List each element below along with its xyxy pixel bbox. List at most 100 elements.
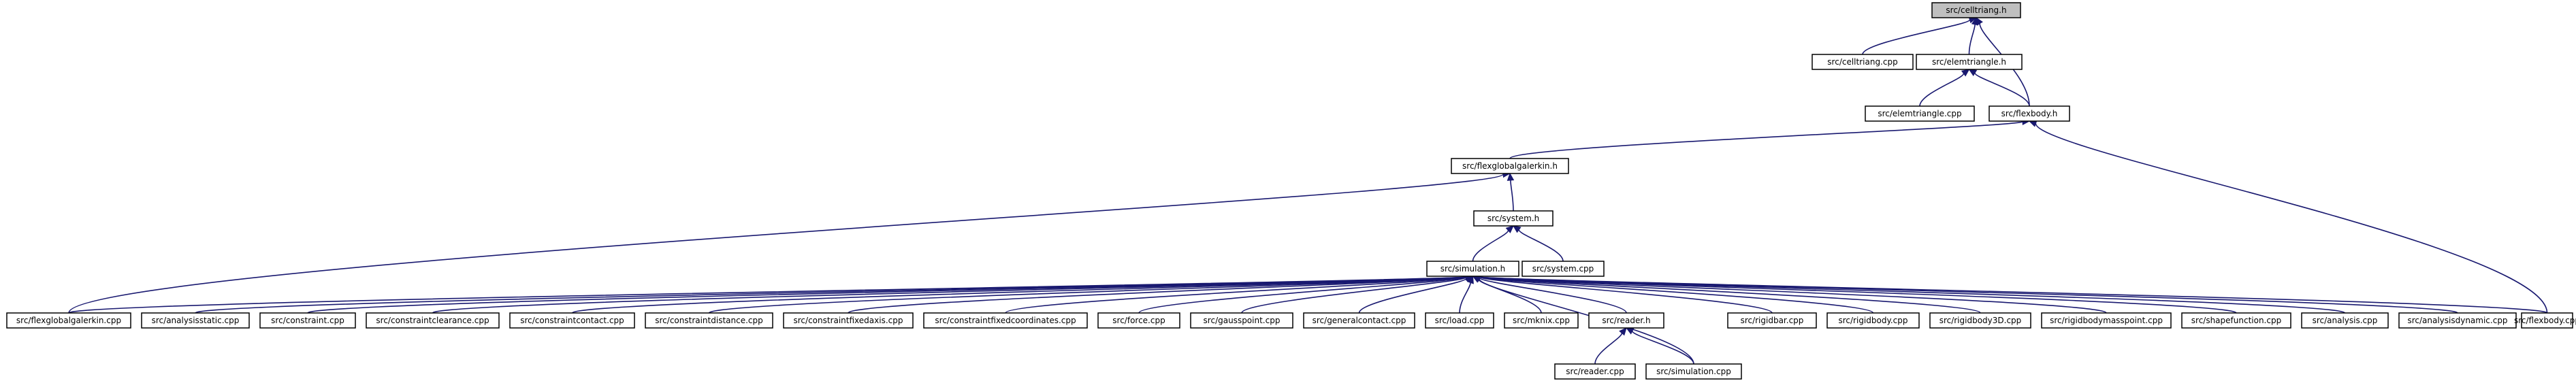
node-system-cpp[interactable]: src/system.cpp [1522, 261, 1605, 277]
node-rigidbar-cpp[interactable]: src/rigidbar.cpp [1727, 312, 1817, 329]
node-rigidbody3D-cpp[interactable]: src/rigidbody3D.cpp [1929, 312, 2031, 329]
edge-flexbody_h-to-elemtriangle_h [1968, 69, 2030, 107]
node-box[interactable] [1812, 54, 1914, 70]
node-box[interactable] [1425, 312, 1494, 329]
node-constraintfixedaxis-cpp[interactable]: src/constraintfixedaxis.cpp [783, 312, 914, 329]
node-label: src/flexbody.cpp [2514, 316, 2576, 325]
node-box[interactable] [1473, 210, 1553, 227]
node-box[interactable] [1504, 312, 1579, 329]
node-box[interactable] [1426, 261, 1519, 277]
edges-layer [68, 16, 2548, 365]
node-box[interactable] [923, 312, 1088, 329]
node-celltriang-cpp[interactable]: src/celltriang.cpp [1812, 54, 1914, 70]
node-generalcontact-cpp[interactable]: src/generalcontact.cpp [1303, 312, 1415, 329]
node-flexglobalgalerkin-h[interactable]: src/flexglobalgalerkin.h [1451, 158, 1569, 174]
node-box[interactable] [1097, 312, 1180, 329]
node-box[interactable] [645, 312, 773, 329]
node-label: src/flexglobalgalerkin.h [1462, 161, 1558, 171]
node-analysis-cpp[interactable]: src/analysis.cpp [2301, 312, 2389, 329]
node-box[interactable] [783, 312, 914, 329]
node-box[interactable] [1916, 54, 2023, 70]
node-mknix-cpp[interactable]: src/mknix.cpp [1504, 312, 1579, 329]
edge-system_cpp-to-system_h [1513, 225, 1564, 262]
node-constraintclearance-cpp[interactable]: src/constraintclearance.cpp [366, 312, 500, 329]
node-box[interactable] [1451, 158, 1569, 174]
node-analysisdynamic-cpp[interactable]: src/analysisdynamic.cpp [2398, 312, 2517, 329]
node-box[interactable] [1989, 105, 2070, 122]
node-analysisstatic-cpp[interactable]: src/analysisstatic.cpp [141, 312, 250, 329]
node-simulation-h[interactable]: src/simulation.h [1426, 261, 1519, 277]
node-flexbody-cpp[interactable]: src/flexbody.cpp [2514, 312, 2576, 329]
node-shapefunction-cpp[interactable]: src/shapefunction.cpp [2181, 312, 2291, 329]
node-box[interactable] [1522, 261, 1605, 277]
node-elemtriangle-cpp[interactable]: src/elemtriangle.cpp [1865, 105, 1975, 122]
node-force-cpp[interactable]: src/force.cpp [1097, 312, 1180, 329]
node-box[interactable] [366, 312, 500, 329]
node-load-cpp[interactable]: src/load.cpp [1425, 312, 1494, 329]
node-label: src/gausspoint.cpp [1204, 316, 1281, 325]
node-constraintdistance-cpp[interactable]: src/constraintdistance.cpp [645, 312, 773, 329]
edge-analysis_cpp-to-simulation_h [1472, 273, 2346, 314]
node-constraintcontact-cpp[interactable]: src/constraintcontact.cpp [509, 312, 635, 329]
edge-flexglobalgalerkin_h-to-flexbody_h [1509, 118, 2031, 159]
arrowhead [1961, 69, 1970, 77]
node-reader-cpp[interactable]: src/reader.cpp [1554, 363, 1636, 380]
node-box[interactable] [1190, 312, 1293, 329]
node-box[interactable] [259, 312, 356, 329]
node-elemtriangle-h[interactable]: src/elemtriangle.h [1916, 54, 2023, 70]
node-box[interactable] [2398, 312, 2517, 329]
node-box[interactable] [1303, 312, 1415, 329]
node-box[interactable] [6, 312, 131, 329]
node-box[interactable] [1727, 312, 1817, 329]
node-box[interactable] [2181, 312, 2291, 329]
node-system-h[interactable]: src/system.h [1473, 210, 1553, 227]
node-box[interactable] [1588, 312, 1664, 329]
node-label: src/analysis.cpp [2313, 316, 2378, 325]
node-box[interactable] [1554, 363, 1636, 380]
node-label: src/generalcontact.cpp [1313, 316, 1406, 325]
node-rigidbody-cpp[interactable]: src/rigidbody.cpp [1826, 312, 1920, 329]
node-flexbody-h[interactable]: src/flexbody.h [1989, 105, 2070, 122]
edge-load_cpp-to-simulation_h [1459, 275, 1474, 314]
node-box[interactable] [1929, 312, 2031, 329]
arrowhead [1625, 327, 1635, 335]
node-label: src/system.h [1487, 214, 1539, 223]
node-rigidbodymasspoint-cpp[interactable]: src/rigidbodymasspoint.cpp [2041, 312, 2172, 329]
node-label: src/celltriang.cpp [1827, 57, 1897, 67]
node-box[interactable] [1645, 363, 1742, 380]
node-reader-h[interactable]: src/reader.h [1588, 312, 1664, 329]
node-label: src/analysisstatic.cpp [152, 316, 240, 325]
node-simulation-cpp[interactable]: src/simulation.cpp [1645, 363, 1742, 380]
edge-flexbody_cpp-to-flexbody_h [2028, 120, 2548, 314]
arrowhead [1976, 16, 1983, 26]
arrowhead [1513, 225, 1522, 233]
edge-elemtriangle_cpp-to-elemtriangle_h [1919, 69, 1970, 107]
node-box[interactable] [2041, 312, 2172, 329]
node-label: src/load.cpp [1435, 316, 1485, 325]
node-constraint-cpp[interactable]: src/constraint.cpp [259, 312, 356, 329]
node-label: src/simulation.cpp [1656, 367, 1731, 376]
node-box[interactable] [1826, 312, 1920, 329]
node-label: src/constraintfixedaxis.cpp [794, 316, 903, 325]
node-box[interactable] [2301, 312, 2389, 329]
node-label: src/elemtriangle.cpp [1878, 109, 1961, 118]
node-celltriang-h[interactable]: src/celltriang.h [1931, 2, 2021, 18]
node-box[interactable] [1865, 105, 1975, 122]
node-gausspoint-cpp[interactable]: src/gausspoint.cpp [1190, 312, 1293, 329]
node-box[interactable] [2521, 312, 2573, 329]
node-label: src/flexbody.h [2001, 109, 2058, 118]
node-flexglobalgalerkin-cpp[interactable]: src/flexglobalgalerkin.cpp [6, 312, 131, 329]
node-label: src/constraint.cpp [271, 316, 344, 325]
node-box[interactable] [1931, 2, 2021, 18]
node-box[interactable] [141, 312, 250, 329]
node-label: src/rigidbody3D.cpp [1939, 316, 2022, 325]
arrowhead [1507, 172, 1515, 181]
node-box[interactable] [509, 312, 635, 329]
node-label: src/rigidbar.cpp [1741, 316, 1804, 325]
node-constraintfixedcoordinates-cpp[interactable]: src/constraintfixedcoordinates.cpp [923, 312, 1088, 329]
node-label: src/rigidbodymasspoint.cpp [2050, 316, 2163, 325]
node-label: src/flexglobalgalerkin.cpp [16, 316, 121, 325]
edge-simulation_cpp-to-reader_h [1625, 327, 1694, 365]
node-label: src/rigidbody.cpp [1838, 316, 1907, 325]
